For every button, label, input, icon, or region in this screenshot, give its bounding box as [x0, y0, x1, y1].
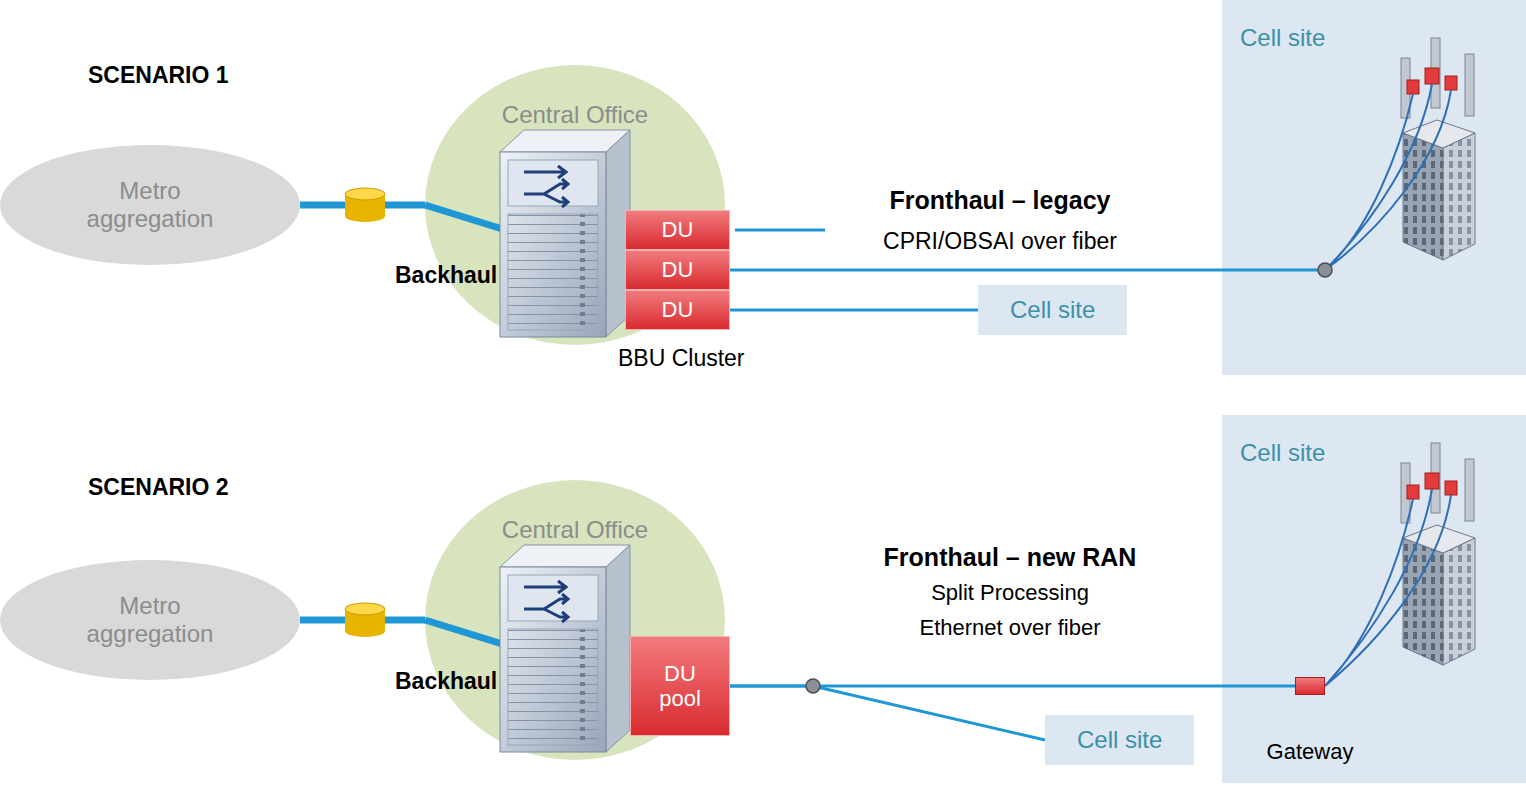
central-office-fill — [425, 65, 725, 345]
switch-chassis — [500, 545, 630, 752]
scenario-heading: SCENARIO 2 — [88, 474, 229, 500]
metro-ellipse: Metro aggregation — [0, 145, 300, 265]
cell-site-panel-shape — [1222, 0, 1526, 375]
du-box-text: DU — [662, 217, 694, 242]
metro-ellipse-text: Metro aggregation — [70, 592, 230, 647]
gateway-box: Gateway — [1295, 677, 1325, 695]
aggregation-router — [345, 188, 385, 222]
gateway-box-text: Gateway — [1267, 739, 1354, 764]
du-box-text: DU — [662, 257, 694, 282]
fiber-line — [735, 229, 825, 232]
du-box: DU — [625, 250, 730, 290]
cell-site-box: Cell site — [978, 285, 1127, 335]
cell-site-box-text: Cell site — [1010, 296, 1095, 324]
link-label: Fronthaul – new RAN — [860, 543, 1160, 572]
central-office-text: Central Office — [502, 101, 648, 129]
central-office-text: Central Office — [502, 516, 648, 544]
cell-site-panel-text: Cell site — [1240, 24, 1325, 52]
cell-site-box: Cell site — [1045, 715, 1194, 765]
central-office: Central Office DU pool — [425, 480, 725, 760]
central-office: Central OfficeDU DU DU — [425, 65, 725, 345]
splitter-dot — [806, 679, 820, 693]
cell-site-panel: Cell site — [1222, 0, 1526, 375]
link-label: Backhaul — [395, 262, 497, 288]
fiber-connector — [730, 269, 1222, 272]
splice-dot — [1318, 263, 1332, 277]
fronthaul-subtitle: CPRI/OBSAI over fiber — [850, 228, 1150, 254]
cluster-label: BBU Cluster — [618, 345, 745, 371]
link-label: Fronthaul – legacy — [850, 186, 1150, 215]
cell-site-box-text: Cell site — [1077, 726, 1162, 754]
switch-chassis — [500, 130, 630, 337]
fronthaul-subtitle: Split Processing — [860, 580, 1160, 605]
fronthaul-subtitle: Ethernet over fiber — [860, 615, 1160, 640]
du-box: DU — [625, 290, 730, 330]
cell-site-panel-fill — [1222, 415, 1526, 783]
cell-site-panel-text: Cell site — [1240, 439, 1325, 467]
metro-ellipse-fill — [0, 145, 300, 265]
fiber-connector — [730, 309, 978, 312]
metro-ellipse: Metro aggregation — [0, 560, 300, 680]
cell-site-panel-fill — [1222, 0, 1526, 375]
cell-site-panel: Cell siteGateway — [1222, 415, 1526, 783]
fiber-connector — [730, 686, 1045, 740]
fiber-line — [1222, 269, 1320, 272]
aggregation-router — [345, 603, 385, 637]
du-box-text: DU — [662, 297, 694, 322]
metro-ellipse-fill — [0, 560, 300, 680]
scenario-heading: SCENARIO 1 — [88, 62, 229, 88]
du-pool-box-text: DU pool — [645, 661, 715, 712]
du-box: DU — [625, 210, 730, 250]
link-label: Backhaul — [395, 668, 497, 694]
metro-ellipse-text: Metro aggregation — [70, 177, 230, 232]
du-pool-box: DU pool — [630, 636, 730, 736]
cell-site-panel-shape — [1222, 415, 1526, 783]
